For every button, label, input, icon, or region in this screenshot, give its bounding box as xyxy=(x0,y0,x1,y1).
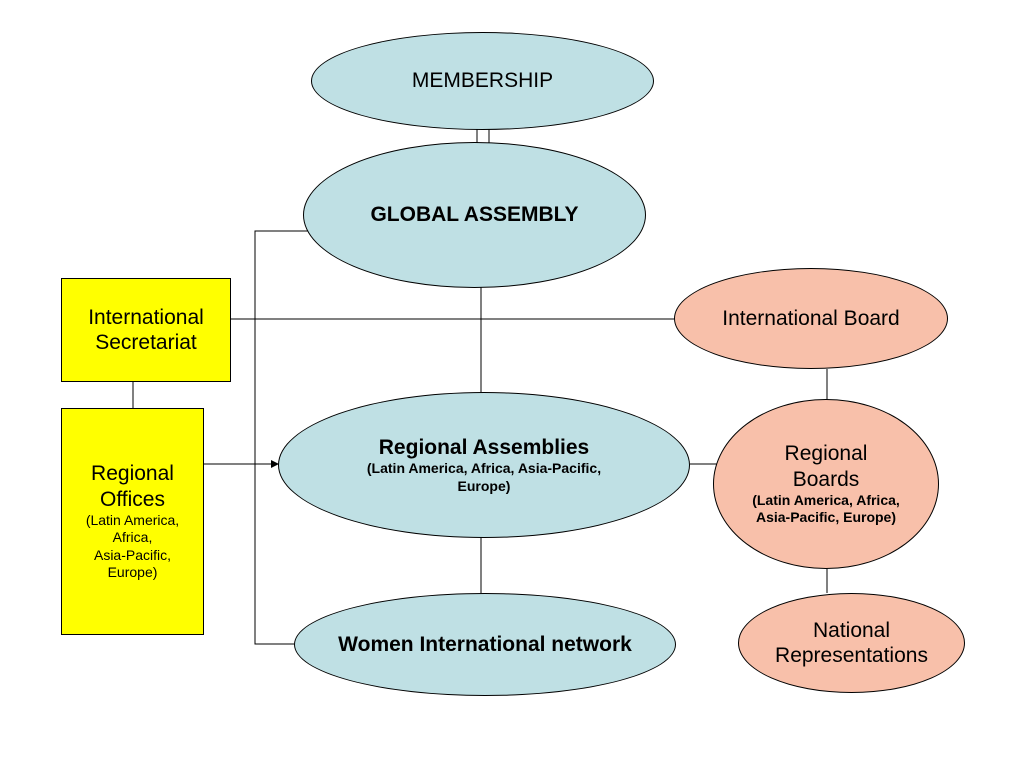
regional-offices-line2: Offices xyxy=(100,487,165,511)
regional-assemblies-node: Regional Assemblies (Latin America, Afri… xyxy=(278,392,690,538)
national-representations-line1: National xyxy=(812,618,891,642)
regional-assemblies-sub2: Europe) xyxy=(457,477,511,494)
regional-offices-sub4: Europe) xyxy=(107,564,158,581)
regional-boards-node: Regional Boards (Latin America, Africa, … xyxy=(713,399,939,569)
global-women-bracket-line xyxy=(254,230,311,645)
regional-offices-line1: Regional xyxy=(91,462,174,486)
membership-label: MEMBERSHIP xyxy=(411,69,554,93)
global-assembly-label: GLOBAL ASSEMBLY xyxy=(370,203,579,227)
regional-boards-sub2: Asia-Pacific, Europe) xyxy=(755,509,897,526)
regional-boards-sub1: (Latin America, Africa, xyxy=(752,491,900,508)
secretariat-line1: International xyxy=(88,305,204,329)
regional-assemblies-sub1: (Latin America, Africa, Asia-Pacific, xyxy=(366,460,602,477)
regional-offices-sub3: Asia-Pacific, xyxy=(93,546,172,563)
national-representations-line2: Representations xyxy=(775,644,928,667)
women-network-label: Women International network xyxy=(338,632,632,656)
national-representations-node: National Representations xyxy=(738,593,965,693)
women-network-node: Women International network xyxy=(294,593,676,696)
global-assembly-node: GLOBAL ASSEMBLY xyxy=(303,142,646,288)
international-secretariat-node: International Secretariat xyxy=(61,278,231,382)
regional-assemblies-label: Regional Assemblies xyxy=(378,435,590,459)
regional-offices-node: Regional Offices (Latin America, Africa,… xyxy=(61,408,204,635)
secretariat-line2: Secretariat xyxy=(95,331,197,354)
regional-boards-line2: Boards xyxy=(792,467,860,491)
international-board-node: International Board xyxy=(674,268,948,369)
regional-boards-line1: Regional xyxy=(784,442,868,466)
regional-offices-sub1: (Latin America, xyxy=(85,511,180,528)
international-board-label: International Board xyxy=(722,306,900,330)
regional-offices-sub2: Africa, xyxy=(112,529,153,546)
membership-node: MEMBERSHIP xyxy=(311,32,654,130)
